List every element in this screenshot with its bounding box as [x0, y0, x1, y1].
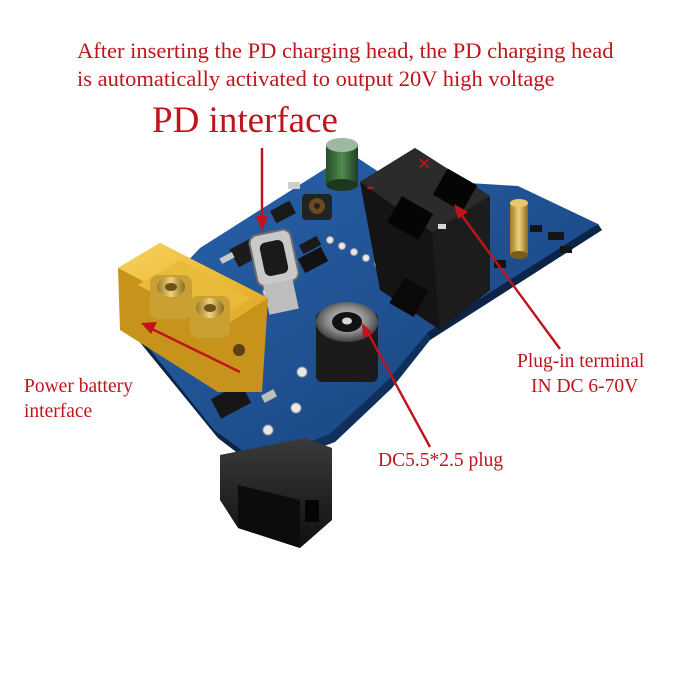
arrow-plug-terminal: [459, 212, 561, 350]
xt60-connector: [118, 243, 268, 392]
arrow-dc-plug: [366, 332, 432, 448]
inductor: [302, 194, 332, 220]
plug-terminal-label: Plug-in terminal IN DC 6-70V: [517, 351, 644, 401]
caption: After inserting the PD charging head, th…: [77, 38, 614, 94]
plug-terminal-line-2: IN DC 6-70V: [531, 376, 639, 397]
power-battery-line-1: Power battery: [24, 376, 133, 397]
caption-line-2: is automatically activated to output 20V…: [77, 66, 555, 91]
arrow-power-battery: [149, 326, 241, 374]
dc-plug-label: DC5.5*2.5 plug: [378, 450, 504, 471]
terminal-block: [360, 148, 490, 330]
arrow-heads: [141, 204, 468, 338]
power-battery-label: Power battery interface: [24, 376, 133, 426]
usb-c-port: [248, 228, 300, 315]
dc-barrel-jack: [316, 302, 378, 382]
caption-line-1: After inserting the PD charging head, th…: [77, 38, 614, 63]
minus-marking: -: [366, 171, 375, 201]
pd-interface-label: PD interface: [152, 100, 338, 141]
bottom-connector: [220, 438, 332, 548]
annotation-arrows: [149, 148, 561, 448]
plug-terminal-line-1: Plug-in terminal: [517, 351, 645, 372]
power-battery-line-2: interface: [24, 401, 93, 422]
capacitor: [326, 138, 358, 191]
brass-standoff: [510, 199, 528, 259]
